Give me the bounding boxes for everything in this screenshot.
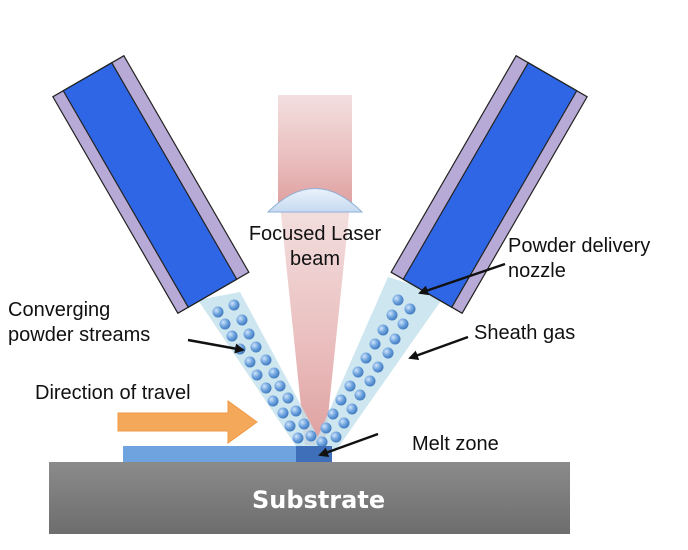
powder-particles-right bbox=[316, 294, 416, 448]
label-direction-of-travel: Direction of travel bbox=[35, 382, 191, 404]
label-converging-line2: powder streams bbox=[8, 324, 151, 346]
sheath-gas-callout-arrow bbox=[408, 335, 469, 360]
converging-callout-arrow bbox=[187, 338, 245, 354]
laser-beam bbox=[278, 95, 352, 445]
label-converging-line1: Converging bbox=[8, 299, 111, 321]
label-converging-powder-streams: Converging powder streams bbox=[8, 298, 150, 348]
label-powder-nozzle-line1: Powder delivery bbox=[508, 235, 651, 257]
label-powder-delivery-nozzle: Powder delivery nozzle bbox=[508, 234, 650, 284]
powder-nozzle-left bbox=[52, 54, 250, 315]
nozzle-callout-arrow bbox=[418, 262, 506, 296]
label-melt-zone: Melt zone bbox=[412, 433, 499, 455]
travel-direction-arrow bbox=[117, 400, 258, 444]
deposited-layer bbox=[123, 446, 313, 462]
melt-zone-callout-arrow bbox=[318, 432, 379, 457]
label-powder-nozzle-line2: nozzle bbox=[508, 260, 566, 282]
callout-arrows bbox=[187, 262, 506, 457]
label-focused-laser-line2: beam bbox=[289, 248, 341, 270]
label-focused-laser-line1: Focused Laser bbox=[248, 223, 382, 245]
label-focused-laser-beam: Focused Laser beam bbox=[232, 222, 398, 272]
substrate-block bbox=[49, 462, 570, 534]
label-substrate: Substrate bbox=[252, 486, 386, 514]
melt-pool bbox=[296, 446, 332, 462]
label-sheath-gas: Sheath gas bbox=[474, 322, 576, 344]
focusing-lens bbox=[266, 188, 364, 213]
